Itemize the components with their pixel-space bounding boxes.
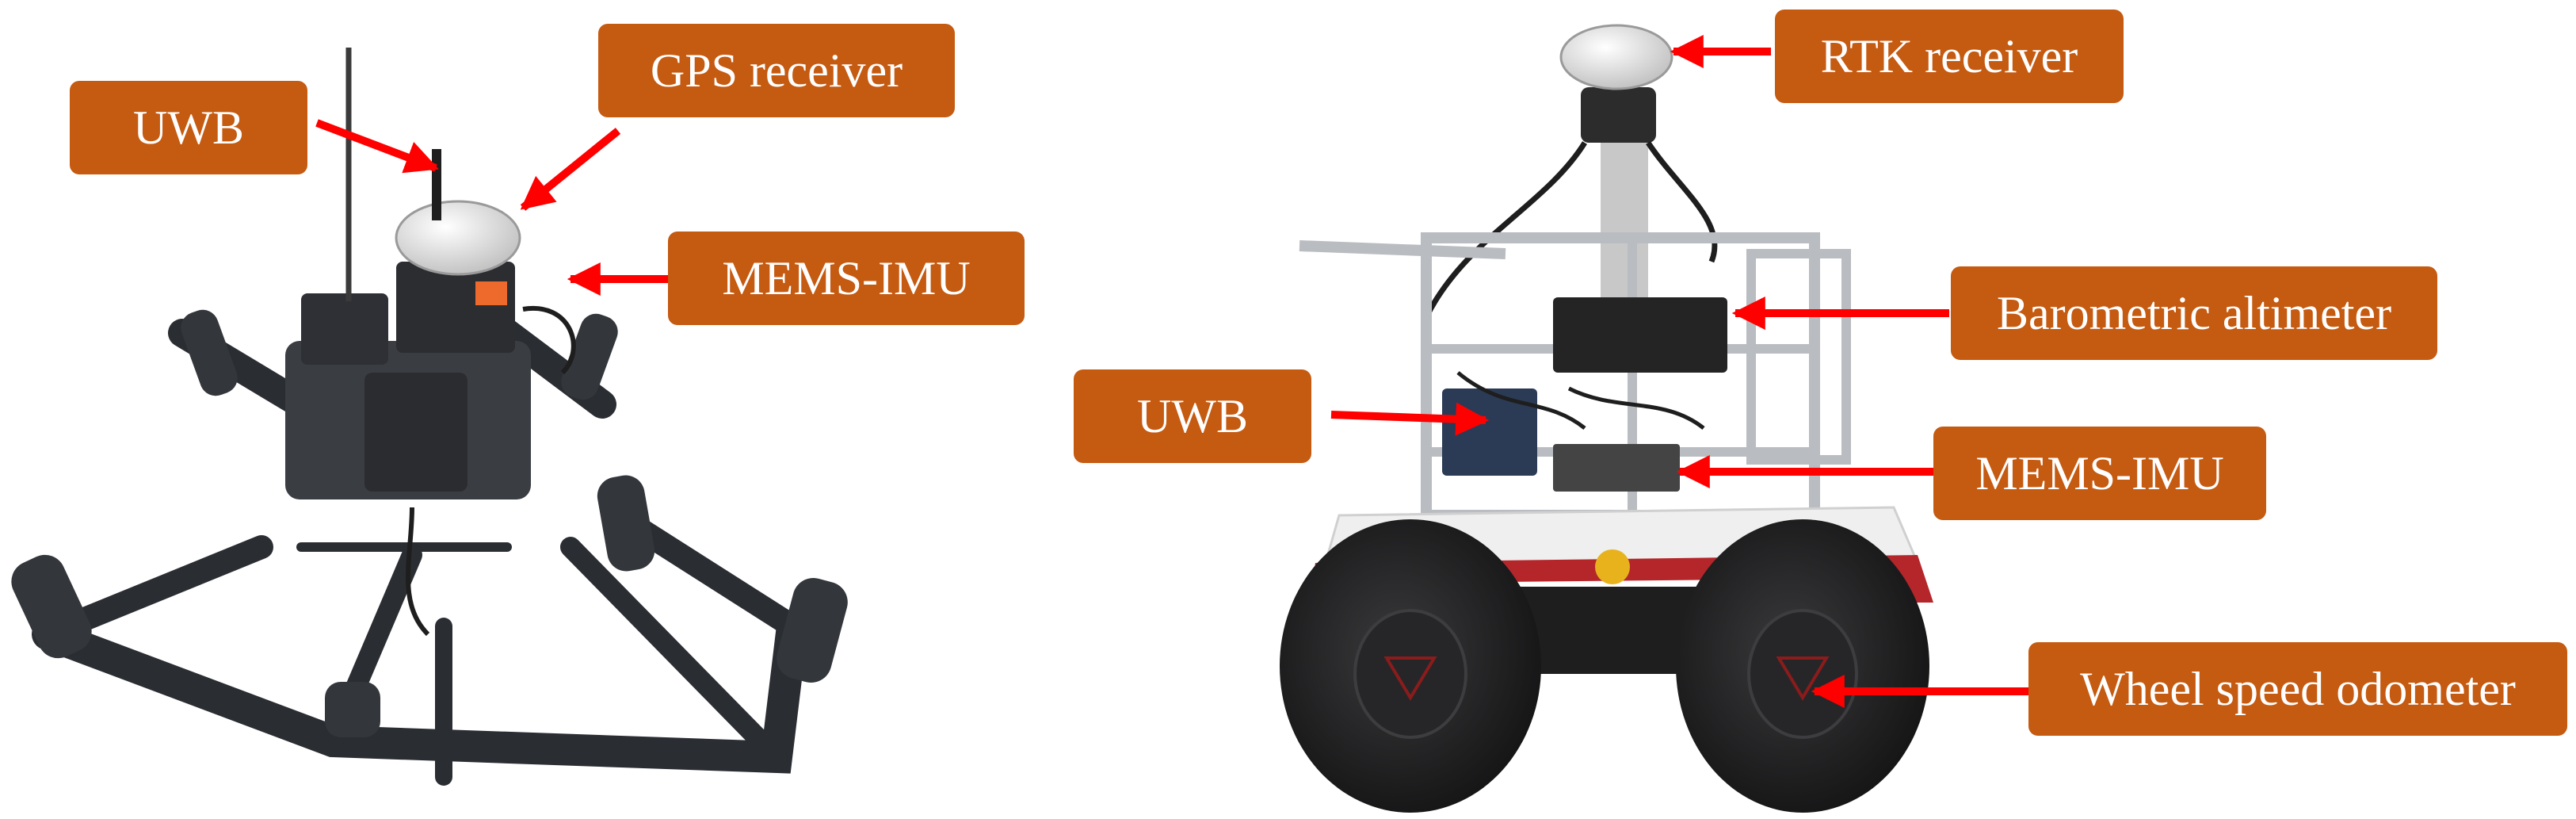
label-robot-barometric-altimeter: Barometric altimeter	[1951, 266, 2437, 360]
robot-wiring	[1456, 371, 1705, 430]
label-robot-wheel-speed-odometer: Wheel speed odometer	[2028, 642, 2567, 736]
label-robot-mems-imu: MEMS-IMU	[1933, 427, 2266, 520]
drone-landing-frame	[32, 503, 808, 786]
robot-rtk-dome	[1559, 24, 1673, 90]
arrow-robot-uwb	[1330, 402, 1490, 436]
label-drone-uwb: UWB	[70, 81, 307, 174]
arrow-drone-uwb	[315, 119, 439, 174]
robot-rtk-mount	[1581, 87, 1656, 143]
label-drone-mems-imu: MEMS-IMU	[668, 232, 1025, 325]
robot-wheels	[1280, 519, 1929, 813]
robot-estop	[1595, 549, 1630, 584]
label-drone-gps-receiver: GPS receiver	[598, 24, 955, 117]
robot-barometer-box	[1553, 297, 1727, 373]
robot-photo	[1280, 24, 1933, 813]
robot-cables	[1423, 141, 1718, 319]
drone-body	[285, 262, 576, 637]
label-robot-uwb: UWB	[1074, 369, 1311, 463]
label-robot-rtk-receiver: RTK receiver	[1775, 10, 2124, 103]
robot-imu-module	[1553, 444, 1680, 492]
arrow-drone-gps	[520, 128, 621, 211]
drone-gps-dome	[395, 200, 521, 276]
drone-motors	[11, 309, 848, 737]
drone-uwb-antenna	[432, 149, 441, 220]
drone-photo	[11, 48, 848, 786]
callout-arrows	[315, 35, 2028, 708]
